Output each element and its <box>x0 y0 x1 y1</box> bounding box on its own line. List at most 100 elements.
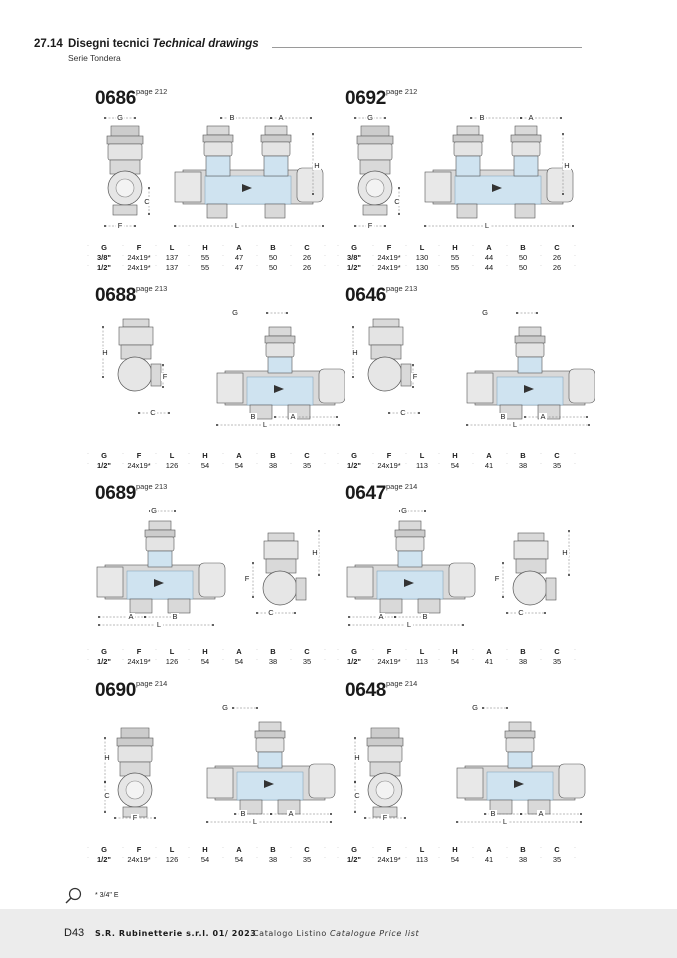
dimension-G: G <box>221 703 258 712</box>
svg-text:B: B <box>240 809 245 818</box>
separator-dot: · <box>324 263 326 269</box>
dimension-C: C <box>143 187 151 215</box>
cell-a: 54 <box>234 657 244 666</box>
separator-dot: · <box>188 263 190 269</box>
separator-dot: · <box>290 647 292 653</box>
separator-dot: · <box>87 263 89 269</box>
separator-dot: · <box>222 845 224 851</box>
page-reference[interactable]: page 213 <box>386 284 418 293</box>
header-rule <box>272 47 582 48</box>
dimension-A: A <box>289 412 338 421</box>
page-reference[interactable]: page 213 <box>136 284 168 293</box>
cell-l: L <box>419 451 425 460</box>
separator-dot: · <box>222 263 224 269</box>
svg-text:G: G <box>232 308 238 317</box>
page-number: D43 <box>64 927 85 939</box>
separator-dot: · <box>506 647 508 653</box>
separator-dot: · <box>222 855 224 861</box>
table-row: 3/8"·24x19*·137·55·47·50·26·· <box>87 253 335 263</box>
cell-l: 137 <box>165 253 179 262</box>
cell-h: 54 <box>450 461 460 470</box>
separator-dot: · <box>372 855 374 861</box>
separator-dot: · <box>155 253 157 259</box>
separator-dot: · <box>155 845 157 851</box>
separator-dot: · <box>405 657 407 663</box>
svg-text:G: G <box>151 506 157 515</box>
page-reference[interactable]: page 212 <box>136 87 168 96</box>
page-reference[interactable]: page 214 <box>386 482 418 491</box>
dimension-G: G <box>481 308 538 317</box>
svg-text:C: C <box>268 608 274 617</box>
dimension-table: G·F·L·H·A·B·C··1/2"·24x19*·126·54·54·38·… <box>87 451 335 471</box>
dimension-A: A <box>98 612 146 621</box>
product-code: 0689 <box>95 483 137 504</box>
separator-dot: · <box>188 243 190 249</box>
cell-c: C <box>304 845 310 854</box>
side-view <box>512 532 557 606</box>
separator-dot: · <box>438 263 440 269</box>
separator-dot: · <box>222 657 224 663</box>
svg-text:H: H <box>352 348 357 357</box>
cell-a: A <box>486 647 492 656</box>
svg-text:B: B <box>250 412 255 421</box>
product-code: 0692 <box>345 88 387 109</box>
dimension-F: F <box>364 813 406 822</box>
dimension-H: H <box>561 530 570 576</box>
body-view <box>216 326 345 420</box>
cell-h: H <box>452 451 458 460</box>
product-code: 0647 <box>345 483 387 504</box>
product-code: 0688 <box>95 285 137 306</box>
dimension-C: C <box>103 781 111 813</box>
dimension-H: H <box>351 326 359 378</box>
cell-f: 24x19* <box>377 461 401 470</box>
cell-l: 113 <box>416 657 428 666</box>
dimension-A: A <box>348 612 396 621</box>
separator-dot: · <box>87 451 89 457</box>
page-reference[interactable]: page 214 <box>136 679 168 688</box>
page-reference[interactable]: page 213 <box>136 482 168 491</box>
cell-g: 1/2" <box>97 657 111 666</box>
footer: D43 S.R. Rubinetterie s.r.l. 01/ 2023 Ca… <box>0 909 677 958</box>
table-header: G·F·L·H·A·B·C·· <box>87 647 335 657</box>
cell-h: H <box>202 243 208 252</box>
dimension-C: C <box>138 408 170 417</box>
separator-dot: · <box>574 243 576 249</box>
dimension-B: B <box>220 113 272 122</box>
body-view <box>174 125 324 219</box>
svg-text:B: B <box>490 809 495 818</box>
valve-seat-icon <box>264 780 274 788</box>
cell-b: B <box>520 451 526 460</box>
dimension-L: L <box>216 420 340 429</box>
page-reference[interactable]: page 212 <box>386 87 418 96</box>
cell-f: 24x19* <box>377 657 401 666</box>
cell-b: 38 <box>268 657 278 666</box>
cell-b: B <box>520 243 526 252</box>
cell-g: G <box>351 845 357 854</box>
svg-text:L: L <box>407 620 411 629</box>
separator-dot: · <box>506 461 508 467</box>
cell-c: 35 <box>552 855 562 864</box>
separator-dot: · <box>337 657 339 663</box>
cell-f: 24x19* <box>377 263 401 272</box>
dimension-A: A <box>539 412 588 421</box>
separator-dot: · <box>506 451 508 457</box>
separator-dot: · <box>256 657 258 663</box>
dimension-L: L <box>348 620 464 629</box>
cell-l: 130 <box>415 263 429 272</box>
separator-dot: · <box>506 845 508 851</box>
cell-a: A <box>486 845 492 854</box>
separator-dot: · <box>506 263 508 269</box>
svg-text:C: C <box>400 408 406 417</box>
cell-h: H <box>202 451 208 460</box>
separator-dot: · <box>472 855 474 861</box>
page-reference[interactable]: page 214 <box>386 679 418 688</box>
cell-b: 38 <box>518 461 528 470</box>
separator-dot: · <box>256 647 258 653</box>
separator-dot: · <box>122 855 124 861</box>
dimension-A: A <box>270 113 312 122</box>
dimension-F: F <box>104 221 136 230</box>
